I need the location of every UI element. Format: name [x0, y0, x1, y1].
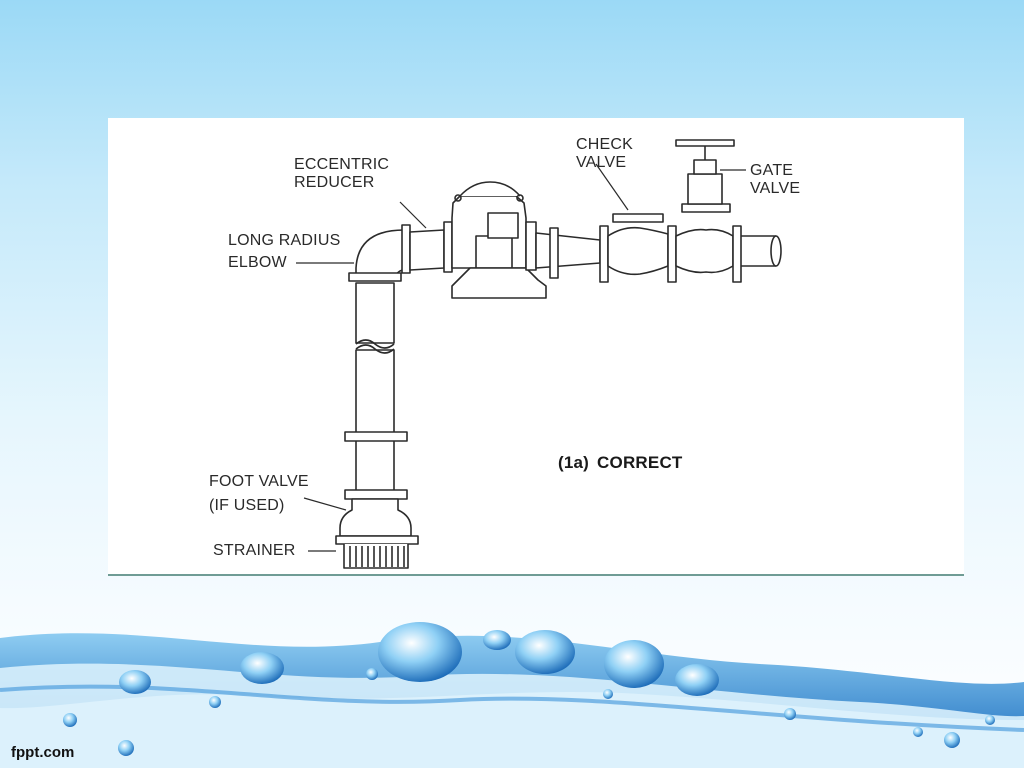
label-eccentric-reducer: ECCENTRIC REDUCER: [294, 156, 389, 192]
check-valve-line2: VALVE: [576, 154, 627, 171]
caption-number: (1a): [558, 453, 590, 472]
water-droplets: [63, 622, 995, 756]
pump: [451, 181, 547, 299]
gate-valve-line1: GATE: [750, 162, 794, 179]
label-check-valve: CHECK VALVE: [576, 136, 633, 172]
piping-illustration: [296, 139, 782, 569]
caption-text: CORRECT: [597, 453, 683, 472]
elbow: [348, 224, 411, 282]
label-gate-valve: GATE VALVE: [750, 162, 800, 198]
long-radius-elbow-line2: ELBOW: [228, 254, 287, 271]
diagram-caption: (1a) CORRECT: [558, 454, 683, 472]
leader-lines: [296, 163, 746, 552]
foot-valve-line1: FOOT VALVE: [209, 473, 309, 490]
label-foot-valve: FOOT VALVE (IF USED): [209, 470, 309, 518]
eccentric-reducer-shape: [409, 221, 453, 273]
label-long-radius-elbow: LONG RADIUS ELBOW: [228, 230, 340, 274]
long-radius-elbow-line1: LONG RADIUS: [228, 232, 341, 249]
label-strainer: STRAINER: [213, 542, 296, 559]
check-valve-line1: CHECK: [576, 136, 634, 153]
suction-pipe: [344, 282, 408, 500]
water-wave-decoration: [0, 622, 1024, 768]
pump-piping-diagram: ECCENTRIC REDUCER LONG RADIUS ELBOW CHEC…: [108, 118, 964, 576]
gate-valve-line2: VALVE: [750, 180, 801, 197]
eccentric-reducer-line1: ECCENTRIC: [294, 156, 390, 173]
eccentric-reducer-line2: REDUCER: [294, 174, 375, 191]
foot-valve-strainer: [335, 498, 419, 569]
discharge-line: [535, 139, 782, 283]
footer-brand: fppt.com: [11, 744, 75, 761]
foot-valve-line2: (IF USED): [209, 497, 285, 514]
